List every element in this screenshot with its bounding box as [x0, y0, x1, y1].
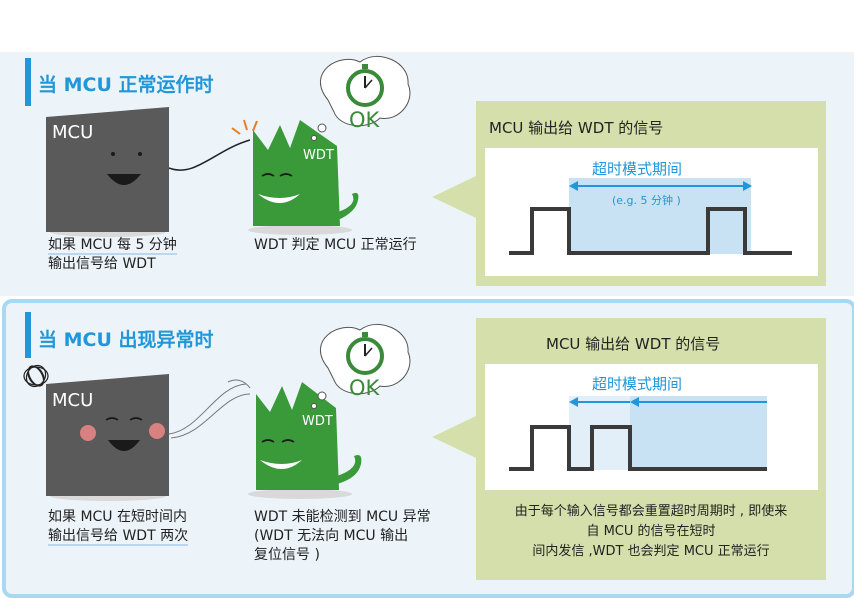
- wdt-caption2-line1: WDT 未能检测到 MCU 异常: [254, 509, 431, 525]
- signal-line: [168, 139, 251, 171]
- mcu-caption-2: 如果 MCU 在短时间内 输出信号给 WDT 两次: [48, 508, 189, 546]
- mcu-character: [46, 107, 169, 232]
- ok-label-2: OK: [349, 376, 380, 400]
- wdt-tail-2: [337, 455, 362, 484]
- wdt-mouth: [258, 194, 300, 203]
- wdt-shadow: [248, 225, 352, 235]
- wdt-caption-2: WDT 未能检测到 MCU 异常 (WDT 无法向 MCU 输出 复位信号 ): [254, 508, 431, 565]
- ok-label: OK: [349, 108, 380, 132]
- mcu-eye-right: [138, 152, 142, 156]
- wdt-label-2: WDT: [302, 414, 333, 429]
- clock-icon-2: [346, 332, 384, 375]
- wdt-tail: [338, 192, 359, 220]
- mcu-eye-left-2: [105, 417, 119, 421]
- example-label: (e.g. 5 分钟 ): [612, 194, 681, 207]
- wdt-eye-right: [279, 173, 293, 177]
- confusion-scribble-icon: [23, 364, 49, 388]
- mcu-smile-2: [108, 440, 140, 451]
- mcu-label: MCU: [52, 122, 94, 143]
- note-line3: 间内发信 ,WDT 也会判定 MCU 正常运行: [532, 544, 770, 559]
- wdt-caption2-line2: (WDT 无法向 MCU 输出: [254, 528, 409, 544]
- note-line1: 由于每个输入信号都会重置超时周期时 , 即使来: [514, 504, 788, 519]
- signal-title-2: MCU 输出给 WDT 的信号: [546, 335, 721, 353]
- wdt-eye-left: [261, 173, 275, 177]
- mcu-smile: [107, 174, 141, 185]
- clock-icon: [346, 64, 384, 107]
- mcu-caption-line2: 输出信号给 WDT: [48, 256, 156, 272]
- motion-lines: [231, 119, 258, 135]
- mcu-cheek-left: [80, 425, 96, 441]
- section1-heading: 当 MCU 正常运作时: [38, 74, 214, 96]
- wdt-label: WDT: [303, 148, 334, 163]
- timeout-period-fill-2: [630, 396, 767, 470]
- wdt-eye-right-2: [281, 439, 295, 443]
- timeout-label-2: 超时模式期间: [592, 375, 683, 393]
- mcu-caption-line1: 如果 MCU 每 5 分钟: [48, 237, 177, 255]
- signal-title: MCU 输出给 WDT 的信号: [489, 119, 664, 137]
- mcu-cheek-right: [149, 423, 165, 439]
- explanation-note: 由于每个输入信号都会重置超时周期时 , 即使来 自 MCU 的信号在短时 间内发…: [480, 502, 822, 562]
- mcu-caption2-line2: 输出信号给 WDT 两次: [48, 528, 189, 546]
- mcu-caption: 如果 MCU 每 5 分钟 输出信号给 WDT: [48, 236, 177, 274]
- mcu-eye-left: [111, 152, 115, 156]
- wdt-caption: WDT 判定 MCU 正常运行: [254, 237, 417, 253]
- signal-lines-double: [168, 379, 251, 439]
- timeout-label: 超时模式期间: [592, 160, 683, 178]
- heading-accent-bar-2: [25, 312, 31, 358]
- signal-pulse-line: [509, 207, 792, 255]
- wdt-character-2: [256, 382, 339, 490]
- wdt-eye-left-2: [261, 439, 275, 443]
- section2-heading: 当 MCU 出现异常时: [38, 329, 214, 351]
- mcu-label-2: MCU: [52, 390, 94, 411]
- wdt-caption2-line3: 复位信号 ): [254, 547, 320, 563]
- mcu-character-2: [46, 374, 169, 496]
- wdt-mouth-2: [260, 460, 302, 469]
- heading-accent-bar: [25, 58, 31, 106]
- mcu-eye-right-2: [129, 417, 143, 421]
- mcu-caption2-line1: 如果 MCU 在短时间内: [48, 509, 188, 525]
- timeout-period-fill: [569, 178, 751, 254]
- signal-pulse-line-2: [509, 425, 767, 471]
- section2-pointer: [432, 416, 476, 458]
- note-line2: 自 MCU 的信号在短时: [586, 524, 716, 539]
- wdt-shadow-2: [248, 489, 352, 499]
